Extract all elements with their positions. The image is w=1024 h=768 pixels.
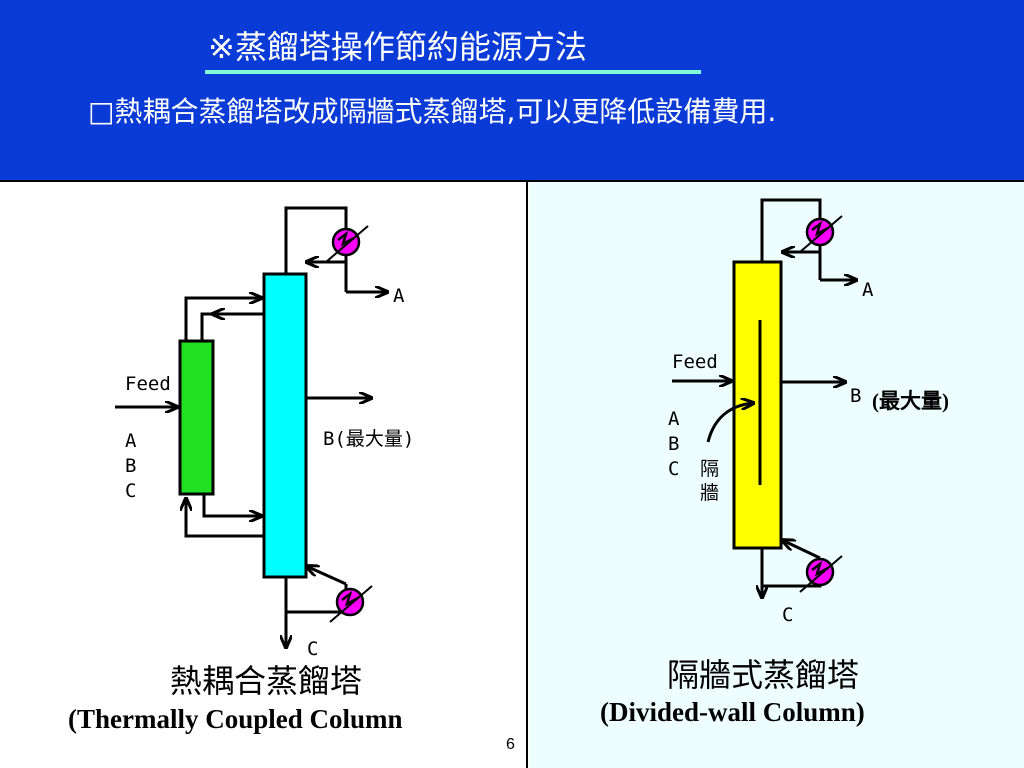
left-condenser-icon — [325, 225, 369, 263]
left-caption-en: (Thermally Coupled Column — [68, 704, 403, 734]
slide-title: ※蒸餾塔操作節約能源方法 — [208, 28, 587, 66]
left-top-product-label: A — [393, 285, 405, 307]
main-column — [262, 272, 308, 579]
title-underline — [205, 70, 701, 74]
right-side-product-label: B — [850, 385, 861, 407]
slide-subtitle: □熱耦合蒸餾塔改成隔牆式蒸餾塔,可以更降低設備費用. — [88, 95, 777, 128]
wall-pointer-arrow — [706, 403, 754, 443]
wall-label-char-2: 牆 — [700, 482, 719, 504]
divided-wall-diagram — [672, 198, 857, 598]
right-top-product-label: A — [862, 279, 874, 301]
thermally-coupled-diagram — [115, 206, 388, 648]
left-feed-comp-a: A — [125, 430, 137, 452]
boilup-line — [306, 566, 347, 586]
left-side-product-label: B(最大量) — [323, 428, 414, 450]
wall-label-char-1: 隔 — [700, 458, 719, 480]
prefrac-vapor-return — [186, 498, 264, 538]
prefrac-liquid-return — [200, 312, 264, 341]
right-reboiler-icon — [799, 555, 843, 593]
left-feed-label: Feed — [125, 373, 171, 395]
left-reboiler-icon — [329, 585, 373, 623]
right-side-product-note: (最大量) — [872, 389, 949, 413]
right-bottom-product-label: C — [782, 604, 793, 626]
right-condenser-icon — [799, 215, 843, 253]
right-feed-label: Feed — [672, 351, 718, 373]
left-feed-comp-c: C — [125, 480, 136, 502]
right-feed-comp-c: C — [668, 458, 679, 480]
right-feed-comp-a: A — [668, 408, 680, 430]
left-bottom-product-label: C — [307, 638, 318, 660]
header-banner — [0, 0, 1024, 180]
prefrac-liquid-down — [202, 494, 262, 516]
prefrac-vapor-up — [184, 298, 262, 341]
panel-top-border — [0, 180, 1024, 182]
page-number: 6 — [506, 736, 515, 753]
right-caption-en: (Divided-wall Column) — [600, 697, 865, 727]
right-feed-comp-b: B — [668, 433, 679, 455]
left-feed-comp-b: B — [125, 455, 136, 477]
boilup-line — [782, 540, 821, 560]
prefractionator-column — [178, 339, 215, 496]
left-caption-cn: 熱耦合蒸餾塔 — [170, 662, 363, 700]
right-caption-cn: 隔牆式蒸餾塔 — [667, 656, 860, 694]
